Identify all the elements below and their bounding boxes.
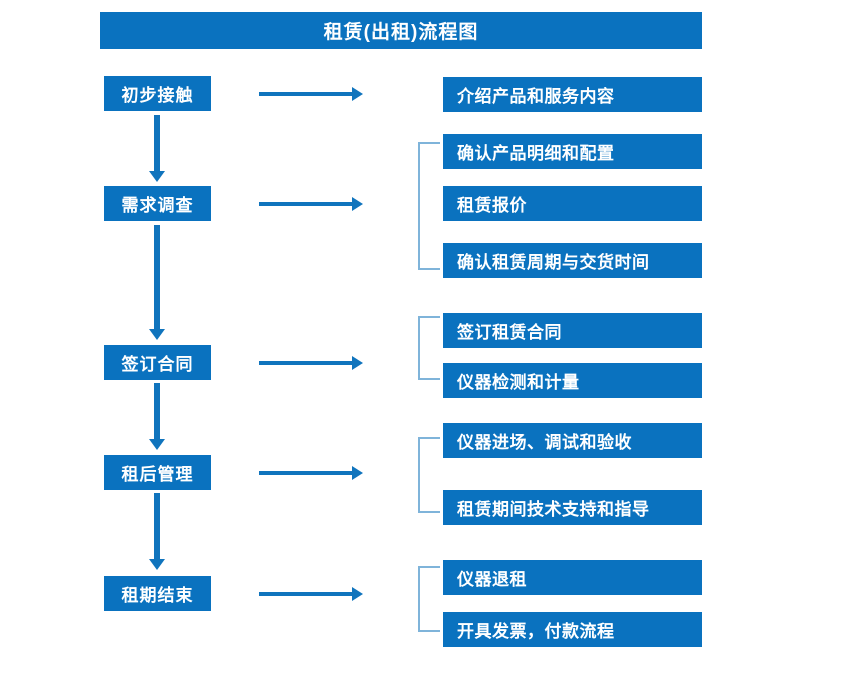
- detail-box-instrument-delivery[interactable]: 仪器进场、调试和验收: [443, 423, 702, 458]
- horizontal-arrow-3: [259, 356, 363, 370]
- detail-box-instrument-inspection[interactable]: 仪器检测和计量: [443, 363, 702, 398]
- page-title: 租赁(出租)流程图: [100, 12, 702, 49]
- group-bracket-lease-end: [418, 566, 440, 632]
- detail-box-confirm-product-config[interactable]: 确认产品明细和配置: [443, 134, 702, 169]
- horizontal-arrow-1: [259, 87, 363, 101]
- stage-box-post-lease-mgmt[interactable]: 租后管理: [104, 455, 211, 490]
- group-bracket-sign-contract: [418, 316, 440, 380]
- vertical-arrow-3: [149, 383, 165, 451]
- group-bracket-post-lease-mgmt: [418, 437, 440, 513]
- stage-box-sign-contract[interactable]: 签订合同: [104, 345, 211, 380]
- detail-box-introduce-products[interactable]: 介绍产品和服务内容: [443, 77, 702, 112]
- stage-box-initial-contact[interactable]: 初步接触: [104, 76, 211, 111]
- detail-box-technical-support[interactable]: 租赁期间技术支持和指导: [443, 490, 702, 525]
- vertical-arrow-2: [149, 225, 165, 341]
- stage-box-lease-end[interactable]: 租期结束: [104, 576, 211, 611]
- detail-box-lease-quotation[interactable]: 租赁报价: [443, 186, 702, 221]
- horizontal-arrow-2: [259, 197, 363, 211]
- vertical-arrow-1: [149, 115, 165, 183]
- horizontal-arrow-4: [259, 466, 363, 480]
- detail-box-invoice-payment[interactable]: 开具发票，付款流程: [443, 612, 702, 647]
- detail-box-instrument-return[interactable]: 仪器退租: [443, 560, 702, 595]
- stage-box-needs-survey[interactable]: 需求调查: [104, 186, 211, 221]
- horizontal-arrow-5: [259, 587, 363, 601]
- detail-box-sign-lease-contract[interactable]: 签订租赁合同: [443, 313, 702, 348]
- group-bracket-needs-survey: [418, 142, 440, 270]
- detail-box-confirm-lease-period[interactable]: 确认租赁周期与交货时间: [443, 243, 702, 278]
- vertical-arrow-4: [149, 493, 165, 571]
